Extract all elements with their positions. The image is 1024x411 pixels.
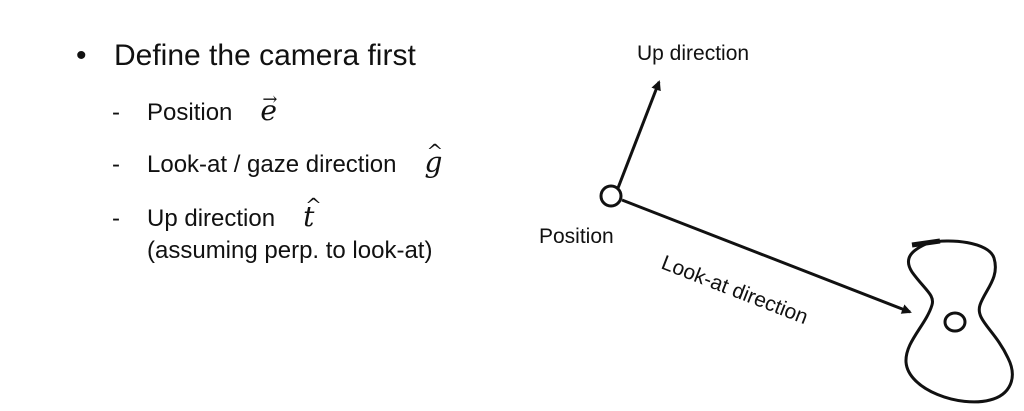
bullet-marker: • <box>76 39 87 72</box>
hat-mark: ^ <box>426 139 444 163</box>
position-label: Position <box>539 225 614 248</box>
hat-mark: ^ <box>305 193 322 217</box>
sub-item-label: Look-at / gaze direction <box>147 151 397 178</box>
sub-item-label: Position <box>147 99 233 126</box>
math-symbol: e <box>260 94 277 127</box>
camera-position-marker <box>599 184 623 208</box>
main-bullet: • Define the camera first <box>76 38 416 74</box>
lookat-direction-arrow <box>621 198 912 314</box>
object-edge-mark <box>911 238 941 248</box>
math-vector-e: →e <box>260 89 277 127</box>
dash-marker: - <box>112 151 120 178</box>
dash-marker: - <box>112 99 120 126</box>
sub-item-up: -Up direction ^t <box>112 193 322 234</box>
lookat-direction-label: Look-at direction <box>658 251 811 329</box>
sub-item-label: Up direction <box>147 205 276 232</box>
vector-arrow-mark: → <box>262 89 278 110</box>
sub-item-position: -Position →e <box>112 89 277 128</box>
math-symbol: t <box>303 200 315 233</box>
sub-item-note: (assuming perp. to look-at) <box>147 237 433 264</box>
sub-item-gaze: -Look-at / gaze direction ^g <box>112 139 443 180</box>
main-bullet-text: Define the camera first <box>114 39 416 72</box>
math-symbol: g <box>424 146 443 179</box>
object-eye <box>943 311 967 333</box>
up-direction-arrow <box>616 80 661 189</box>
math-hat-g: ^g <box>424 139 443 179</box>
up-direction-label: Up direction <box>637 42 749 65</box>
math-hat-t: ^t <box>303 193 322 233</box>
dash-marker: - <box>112 205 120 232</box>
object-outline <box>904 239 1014 404</box>
